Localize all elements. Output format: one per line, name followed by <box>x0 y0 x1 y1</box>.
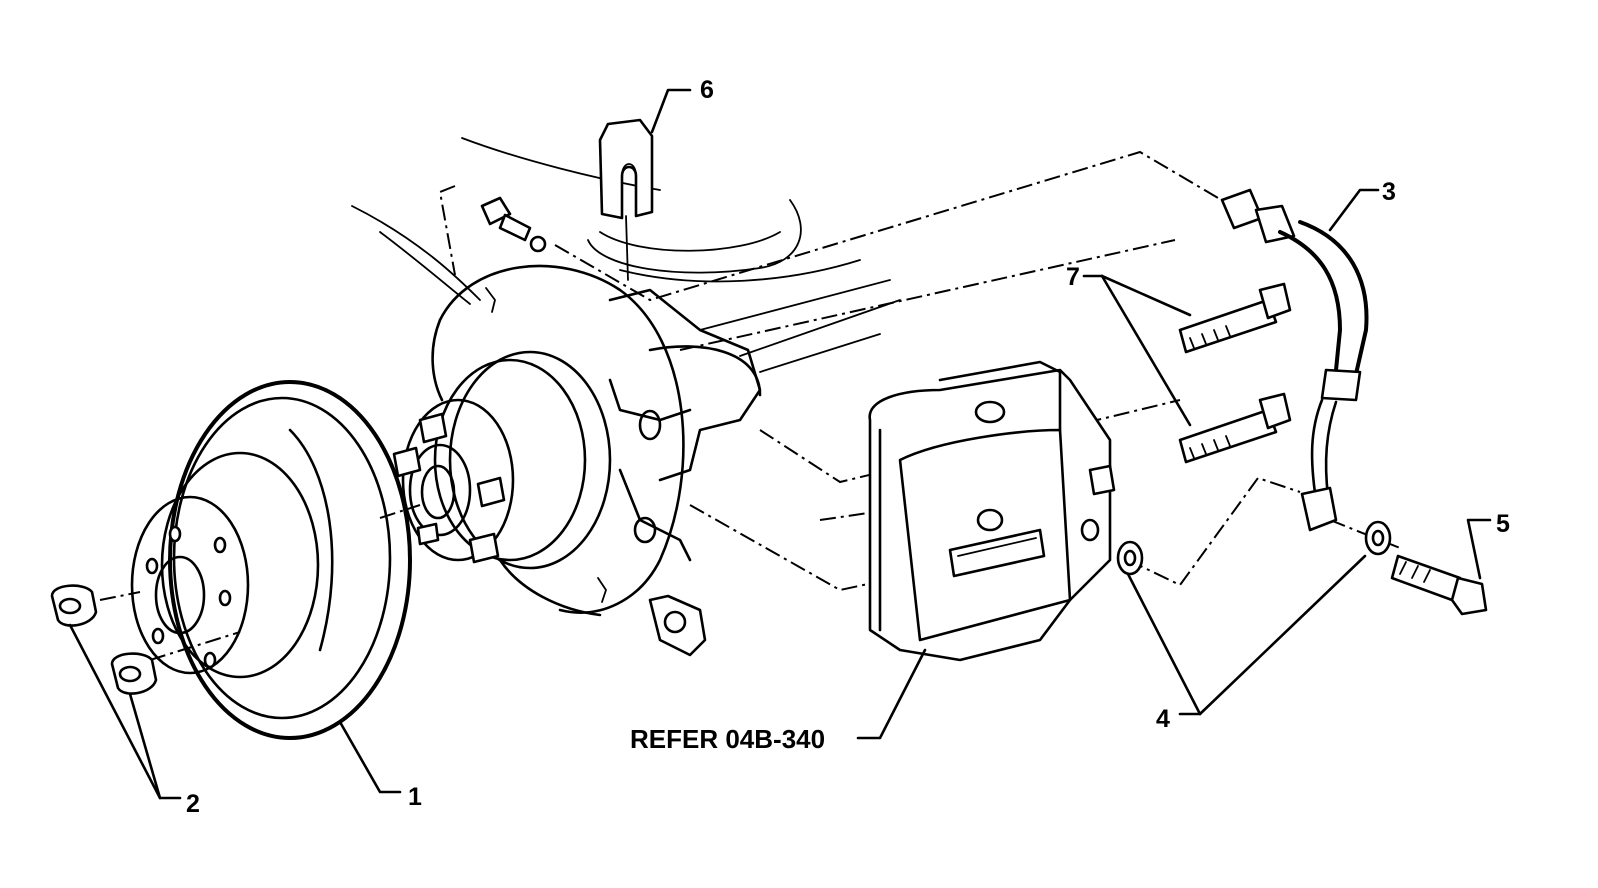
callout-5: 5 <box>1496 510 1510 538</box>
body-outline-lines <box>351 137 901 373</box>
bleed-nipple <box>480 196 547 253</box>
brake-hose <box>1220 188 1369 532</box>
callout-1: 1 <box>408 783 422 811</box>
brake-pad-clip <box>598 118 654 281</box>
sealing-washers <box>1116 520 1392 576</box>
caliper-bolts <box>1178 282 1292 464</box>
callout-2: 2 <box>186 790 200 818</box>
callout-6: 6 <box>700 76 714 104</box>
callout-labels: 1 2 3 4 5 6 7 REFER 04B-340 <box>186 76 1510 818</box>
hub-plugs <box>50 584 158 695</box>
leader-lines <box>68 88 1492 800</box>
wheel-hub <box>392 350 612 570</box>
reference-note: REFER 04B-340 <box>630 724 825 754</box>
callout-4: 4 <box>1156 705 1170 733</box>
banjo-bolt <box>1390 554 1488 616</box>
callout-7: 7 <box>1066 263 1080 291</box>
brake-caliper <box>868 360 1116 662</box>
hub-carrier <box>608 288 762 562</box>
brake-disc <box>130 380 412 740</box>
dust-shield <box>431 264 707 657</box>
callout-3: 3 <box>1382 178 1396 206</box>
